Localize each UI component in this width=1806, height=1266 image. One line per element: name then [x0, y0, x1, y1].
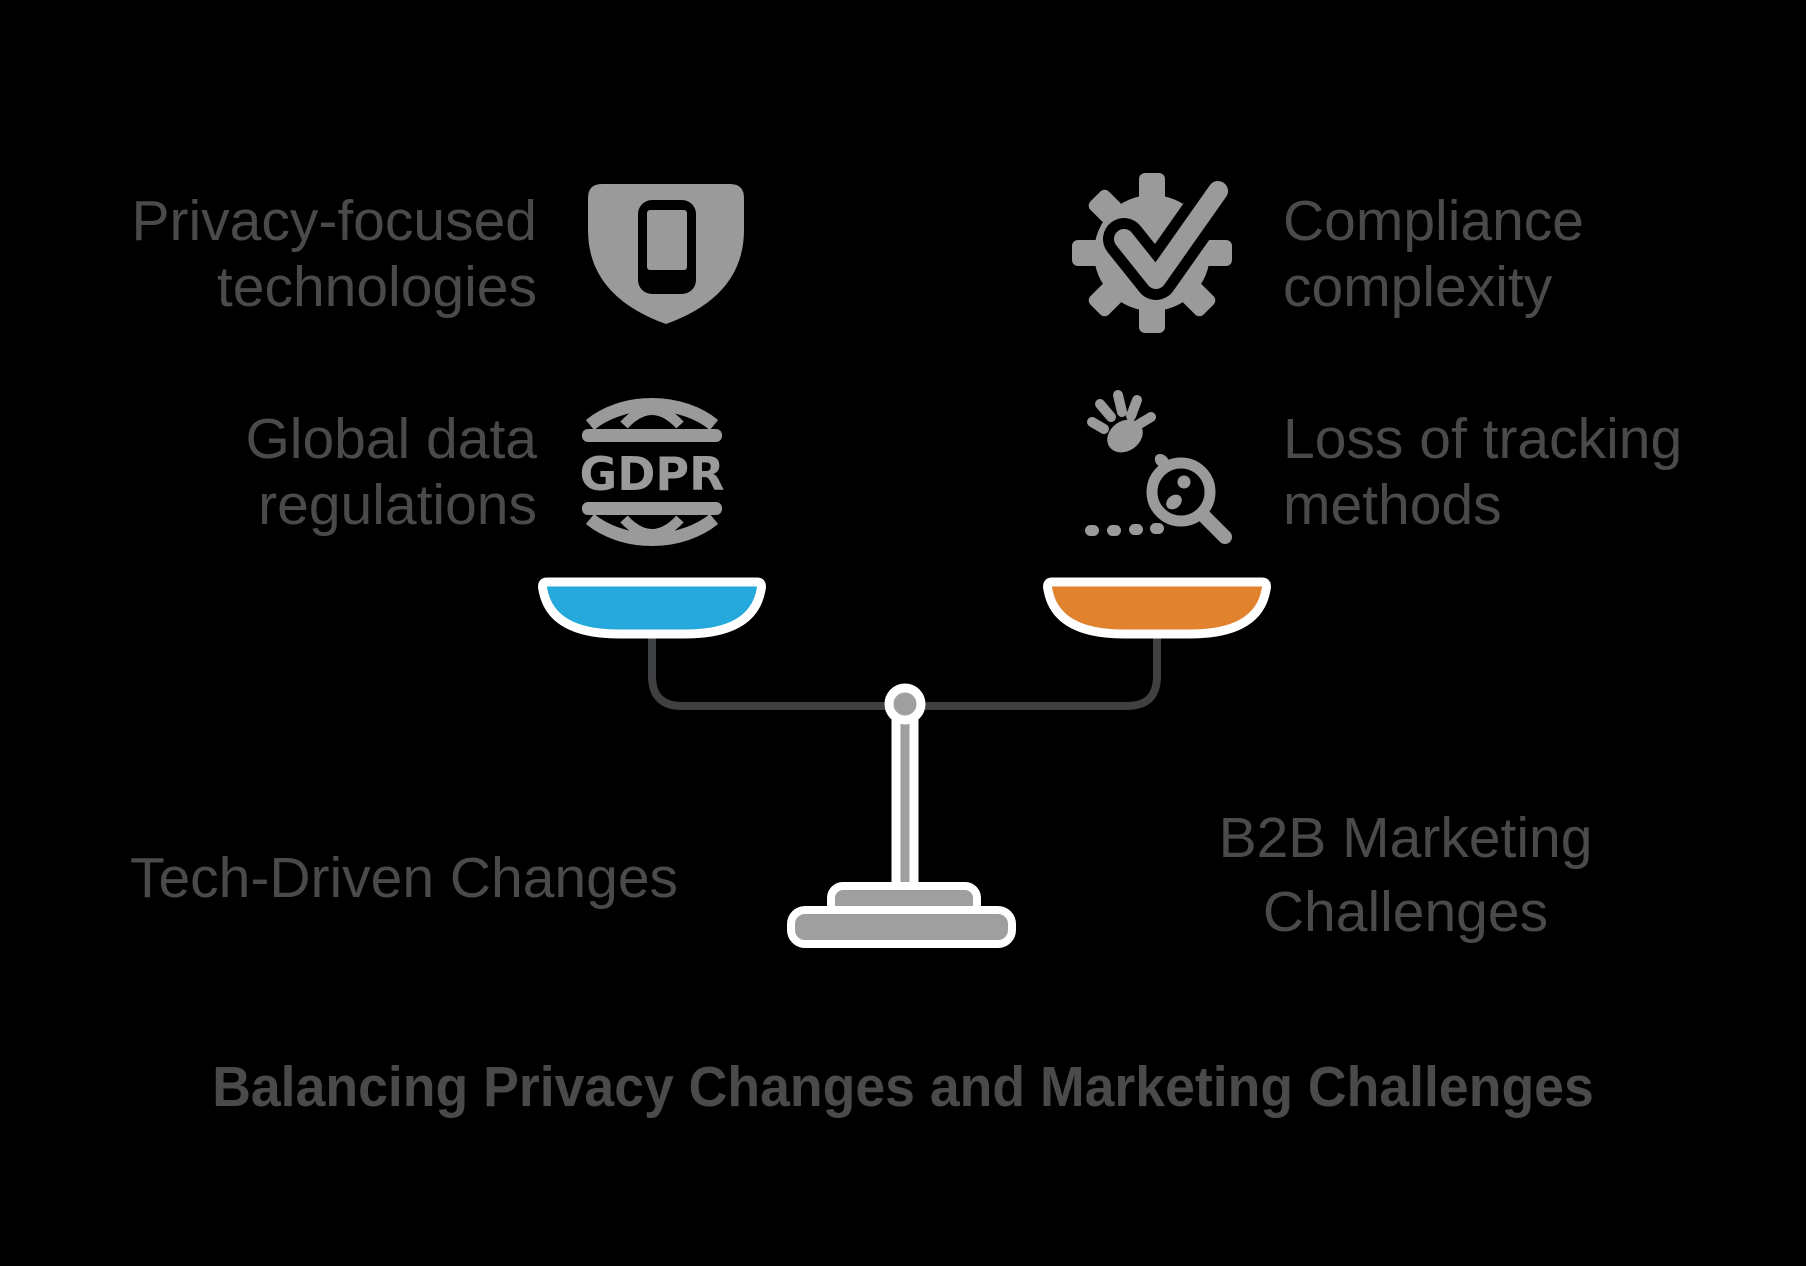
item-line: technologies: [216, 255, 537, 319]
item-line: methods: [1283, 473, 1502, 537]
right-pan-label-line: B2B Marketing: [1218, 806, 1593, 870]
item-privacy-technologies: Privacy-focused technologies: [60, 188, 538, 320]
item-global-data-regulations: Global data regulations: [60, 406, 537, 538]
infographic-title: Balancing Privacy Changes and Marketing …: [212, 1055, 1594, 1119]
item-line: Compliance: [1283, 189, 1584, 253]
gdpr-globe-icon: GDPR: [579, 398, 725, 546]
left-pan: [538, 577, 766, 639]
right-pan-label-line: Challenges: [1262, 880, 1549, 944]
gdpr-label: GDPR: [579, 447, 724, 501]
scale-pole: [891, 701, 919, 903]
scale-pivot: [884, 683, 926, 725]
item-compliance-complexity: Compliance complexity: [1283, 188, 1783, 320]
scale-base-bottom: [787, 906, 1016, 948]
right-pan-label: B2B Marketing Challenges: [1157, 801, 1654, 949]
tracking-magnifier-icon: [1085, 390, 1232, 544]
gear-checkmark-icon: [1072, 170, 1239, 333]
item-line: Privacy-focused: [131, 189, 538, 253]
item-line: complexity: [1283, 255, 1553, 319]
item-line: Loss of tracking: [1283, 407, 1683, 471]
right-pan: [1043, 577, 1271, 639]
item-line: regulations: [258, 473, 537, 537]
item-loss-of-tracking: Loss of tracking methods: [1283, 406, 1783, 538]
left-pan-label: Tech-Driven Changes: [129, 846, 679, 910]
shield-phone-icon: [588, 184, 744, 324]
item-line: Global data: [245, 407, 537, 471]
